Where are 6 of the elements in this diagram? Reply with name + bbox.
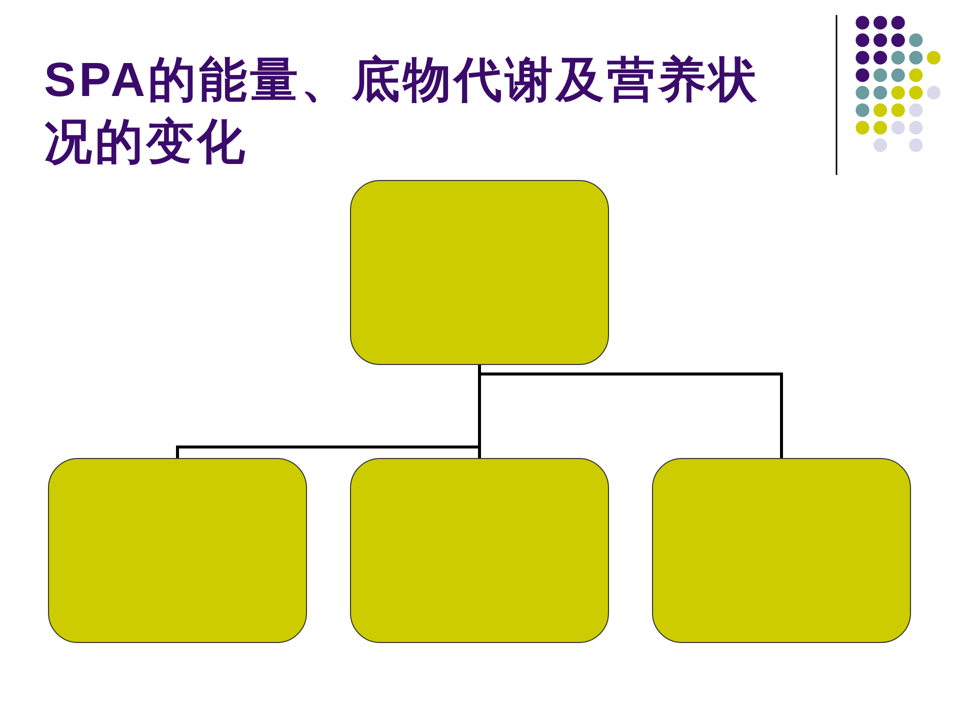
rounded-box <box>350 458 609 643</box>
slide-title: SPA的能量、底物代谢及营养状况的变化 <box>44 53 762 171</box>
rounded-box <box>48 458 307 643</box>
rounded-box <box>652 458 911 643</box>
connector-line <box>478 365 783 458</box>
rounded-box <box>350 180 609 365</box>
